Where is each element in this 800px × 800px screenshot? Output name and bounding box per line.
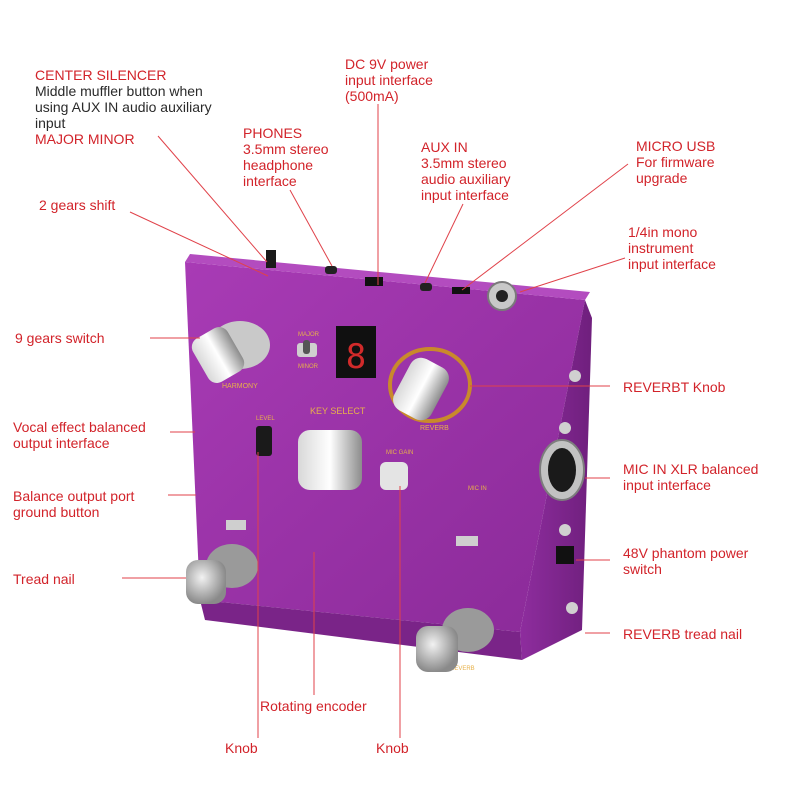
aux-in-title: AUX IN	[421, 139, 468, 155]
ground-button-text: Balance output port ground button	[13, 488, 135, 520]
pedal-back-rail	[185, 254, 590, 300]
aux-in-desc: 3.5mm stereo audio auxiliary input inter…	[421, 155, 511, 203]
callout-micro-usb: MICRO USB For firmware upgrade	[636, 138, 715, 186]
dc-jack	[365, 277, 383, 286]
callout-phones: PHONES 3.5mm stereo headphone interface	[243, 125, 329, 189]
vocal-output-text: Vocal effect balanced output interface	[13, 419, 146, 451]
harmony-knob	[191, 327, 245, 383]
callout-ground-button: Balance output port ground button	[13, 488, 134, 520]
gears-switch-text: 9 gears switch	[15, 330, 105, 346]
reverb-knob	[393, 357, 449, 421]
center-silencer-desc: Middle muffler button when using AUX IN …	[35, 83, 212, 131]
tread-nail-text: Tread nail	[13, 571, 75, 587]
mic-in-label: MIC IN	[468, 486, 487, 492]
phones-jack	[325, 266, 337, 274]
phantom-switch	[556, 546, 574, 564]
level-knob	[256, 426, 272, 456]
tread-nail-right	[416, 626, 458, 672]
major-label: MAJOR	[298, 332, 320, 338]
mic-gain-knob	[380, 462, 408, 490]
callout-phantom-power: 48V phantom power switch	[623, 545, 748, 577]
leader-lines	[122, 104, 629, 738]
dc-power-text: DC 9V power input interface (500mA)	[345, 56, 433, 104]
micro-usb-desc: For firmware upgrade	[636, 154, 715, 186]
gears-shift-text: 2 gears shift	[39, 197, 116, 213]
callout-reverb-tread: REVERB tread nail	[623, 626, 742, 642]
reverb-button	[456, 536, 478, 546]
key-select-encoder	[298, 430, 362, 490]
callout-rotating-encoder: Rotating encoder	[260, 698, 367, 714]
callout-mono-input: 1/4in mono instrument input interface	[628, 224, 716, 272]
callout-tread-nail: Tread nail	[13, 571, 75, 587]
callout-reverbt-knob: REVERBT Knob	[623, 379, 725, 395]
phantom-power-text: 48V phantom power switch	[623, 545, 749, 577]
callout-gears-switch: 9 gears switch	[15, 330, 104, 346]
callout-knob-left: Knob	[225, 740, 258, 756]
harmony-label: HARMONY	[222, 383, 258, 390]
callout-aux-in: AUX IN 3.5mm stereo audio auxiliary inpu…	[421, 139, 511, 203]
center-silencer-title: CENTER SILENCER	[35, 67, 167, 83]
display-digit: 8	[346, 337, 366, 377]
phones-title: PHONES	[243, 125, 303, 141]
level-label: LEVEL	[256, 416, 275, 422]
aux-jack	[420, 283, 432, 291]
seven-segment-display	[336, 326, 376, 378]
knob-left-text: Knob	[225, 740, 258, 756]
reverb-label: REVERB	[420, 425, 449, 432]
reverb-knob-ring	[388, 347, 472, 423]
key-select-label: KEY SELECT	[310, 406, 366, 416]
usb-port	[452, 287, 470, 294]
rotating-encoder-text: Rotating encoder	[260, 698, 367, 714]
callout-knob-right: Knob	[376, 740, 409, 756]
micro-usb-title: MICRO USB	[636, 138, 716, 154]
callout-vocal-output: Vocal effect balanced output interface	[13, 419, 146, 451]
reverb-tread-text: REVERB tread nail	[623, 626, 743, 642]
knob-right-text: Knob	[376, 740, 409, 756]
reverb-switch-label: REVERB	[450, 666, 475, 672]
callout-dc-power: DC 9V power input interface (500mA)	[345, 56, 433, 104]
silencer-button	[266, 250, 276, 268]
major-minor-title: MAJOR MINOR	[35, 131, 135, 147]
pedal-top-surface	[185, 262, 585, 632]
mic-in-text: MIC IN XLR balanced input interface	[623, 461, 759, 493]
minor-label: MINOR	[298, 364, 319, 370]
ground-button	[226, 520, 246, 530]
callout-mic-in: MIC IN XLR balanced input interface	[623, 461, 758, 493]
mono-input-text: 1/4in mono instrument input interface	[628, 224, 716, 272]
tread-nail-left	[186, 560, 226, 604]
reverbt-knob-text: REVERBT Knob	[623, 379, 726, 395]
phones-desc: 3.5mm stereo headphone interface	[243, 141, 329, 189]
callout-center-silencer: CENTER SILENCER Middle muffler button wh…	[35, 67, 212, 147]
callout-gears-shift: 2 gears shift	[39, 197, 115, 213]
mic-gain-label: MIC GAIN	[386, 450, 413, 456]
